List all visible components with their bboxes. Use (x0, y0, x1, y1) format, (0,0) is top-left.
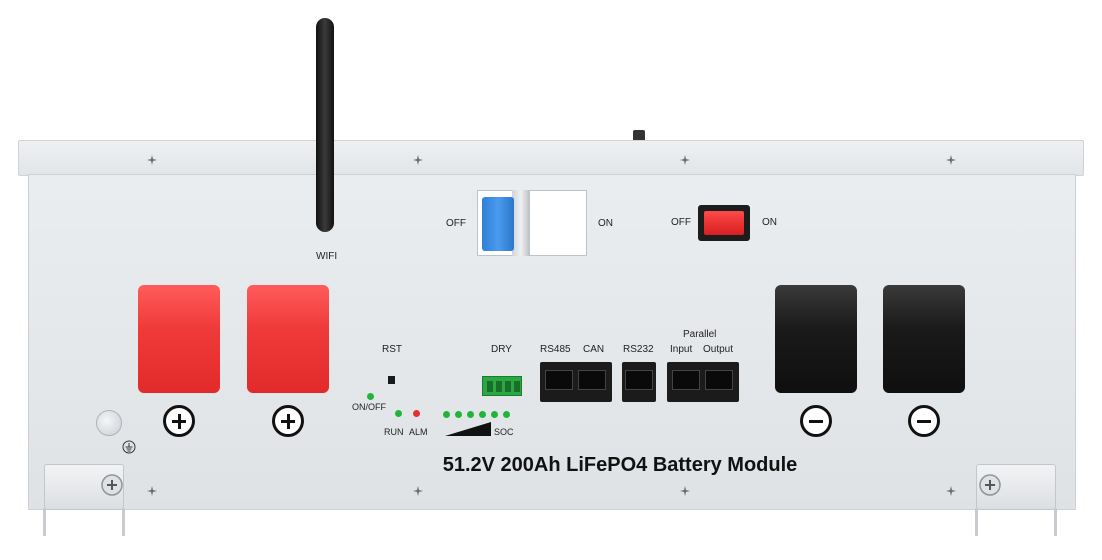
minus-icon (908, 405, 940, 437)
soc-label: SOC (494, 427, 514, 437)
soc-ramp-icon (445, 422, 491, 436)
can-label: CAN (583, 344, 605, 355)
switch-off-label: OFF (671, 217, 691, 228)
parallel-input-label: Input (670, 344, 693, 355)
alm-led (413, 410, 420, 417)
run-label: RUN (384, 427, 404, 437)
dry-label: DRY (491, 344, 512, 355)
screw-icon (147, 155, 157, 165)
rst-button[interactable] (388, 376, 395, 384)
plus-icon (163, 405, 195, 437)
positive-terminal-1[interactable] (138, 285, 220, 393)
ground-bolt (96, 410, 122, 436)
soc-led (491, 411, 498, 418)
rs485-can-port[interactable] (540, 362, 612, 402)
dry-contact-connector[interactable] (482, 376, 522, 396)
screw-icon (413, 486, 423, 496)
chassis-top-lip (18, 140, 1084, 176)
run-led (395, 410, 402, 417)
onoff-led (367, 393, 374, 400)
breaker-off-label: OFF (446, 218, 466, 229)
bracket-screw-icon (100, 473, 124, 502)
plus-icon (272, 405, 304, 437)
soc-led (467, 411, 474, 418)
rs232-label: RS232 (623, 344, 654, 355)
top-vent-knob (633, 130, 645, 142)
soc-led (503, 411, 510, 418)
parallel-label: Parallel (683, 329, 717, 340)
wifi-antenna (316, 18, 334, 232)
breaker-handle[interactable] (482, 197, 514, 251)
wifi-label: WIFI (316, 251, 338, 262)
positive-terminal-2[interactable] (247, 285, 329, 393)
negative-terminal-1[interactable] (775, 285, 857, 393)
rst-label: RST (382, 344, 402, 355)
bracket-leg-right (975, 508, 1057, 536)
ground-icon (122, 440, 136, 454)
screw-icon (413, 155, 423, 165)
alm-label: ALM (409, 427, 428, 437)
parallel-port[interactable] (667, 362, 739, 402)
screw-icon (147, 486, 157, 496)
rs232-port[interactable] (622, 362, 656, 402)
breaker-bar (512, 190, 530, 256)
model-title: 51.2V 200Ah LiFePO4 Battery Module (442, 454, 798, 476)
soc-led (479, 411, 486, 418)
minus-icon (800, 405, 832, 437)
power-switch[interactable] (704, 211, 744, 235)
bracket-screw-icon (978, 473, 1002, 502)
bracket-leg-left (43, 508, 125, 536)
rs485-label: RS485 (540, 344, 571, 355)
soc-led (455, 411, 462, 418)
parallel-output-label: Output (703, 344, 734, 355)
soc-led (443, 411, 450, 418)
screw-icon (946, 486, 956, 496)
switch-on-label: ON (762, 217, 777, 228)
breaker-on-label: ON (598, 218, 613, 229)
negative-terminal-2[interactable] (883, 285, 965, 393)
screw-icon (680, 486, 690, 496)
screw-icon (946, 155, 956, 165)
onoff-label: ON/OFF (352, 402, 386, 412)
screw-icon (680, 155, 690, 165)
